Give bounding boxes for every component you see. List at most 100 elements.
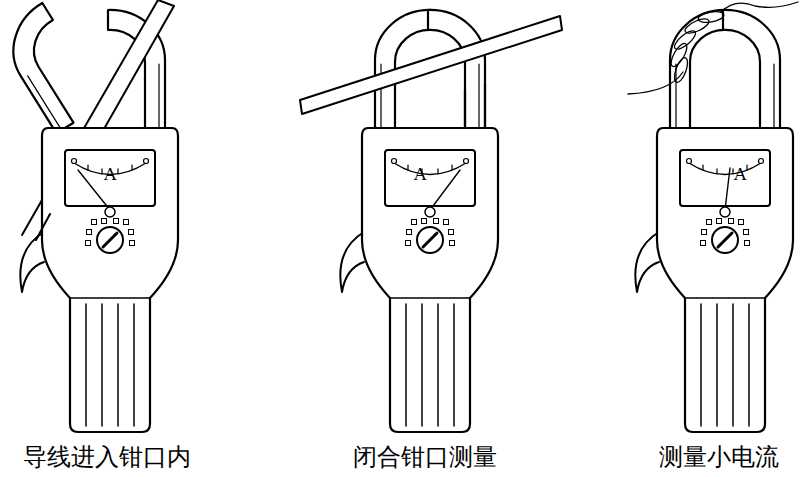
scale-end (72, 159, 77, 164)
meter-body (657, 128, 793, 432)
range-mark (702, 230, 707, 235)
meter-body (362, 128, 498, 432)
handle-groove (85, 304, 87, 426)
clamp-meter (628, 2, 798, 432)
wire-turn (683, 16, 711, 36)
dial-unit: A (414, 165, 430, 184)
knob-slot (423, 233, 437, 247)
range-mark (87, 230, 92, 235)
range-mark (444, 220, 449, 225)
jaw (465, 84, 485, 128)
scale-end (759, 159, 764, 164)
range-mark (745, 241, 750, 246)
range-mark (114, 219, 119, 224)
range-knob (417, 227, 443, 253)
range-mark (739, 220, 744, 225)
conductor (22, 200, 42, 235)
scale-tick (117, 169, 118, 174)
jaw-edge (28, 76, 62, 130)
handle-groove (437, 304, 439, 426)
range-mark (450, 241, 455, 246)
knob-slot (103, 233, 117, 247)
jaw-edge (773, 64, 774, 128)
handle-groove (700, 304, 702, 426)
scale-end (144, 159, 149, 164)
dial-scale (689, 163, 761, 175)
scale-end (687, 159, 692, 164)
scale-tick (702, 165, 703, 170)
handle-groove (453, 304, 455, 426)
scale-end (464, 159, 469, 164)
zero-adjust (720, 207, 730, 217)
trigger-lever (20, 232, 44, 292)
dial-unit: A (734, 165, 750, 184)
wire-turn (697, 10, 724, 24)
scale-tick (716, 169, 717, 174)
clamp-meter (300, 10, 562, 432)
clamp-meter (0, 0, 178, 432)
conductor (36, 214, 50, 240)
trigger-lever (635, 232, 659, 292)
range-mark (92, 220, 97, 225)
range-mark (102, 219, 107, 224)
scale-tick (437, 169, 438, 174)
handle-groove (133, 304, 135, 426)
pointer (725, 168, 730, 210)
handle-joint (685, 297, 765, 299)
scale-tick (87, 165, 88, 170)
range-mark (406, 241, 411, 246)
trigger-lever (340, 232, 364, 292)
scale-tick (732, 169, 733, 174)
dial-window (680, 150, 770, 206)
jaw-edge (675, 64, 676, 128)
range-mark (124, 220, 129, 225)
jaw-edge (478, 64, 479, 128)
handle-joint (390, 297, 470, 299)
handle-groove (101, 304, 103, 426)
handle-groove (732, 304, 734, 426)
range-mark (707, 220, 712, 225)
range-mark (434, 219, 439, 224)
zero-adjust (425, 207, 435, 217)
range-mark (86, 241, 91, 246)
range-mark (717, 219, 722, 224)
range-knob (712, 227, 738, 253)
range-knob (97, 227, 123, 253)
jaw (670, 10, 727, 128)
handle-groove (748, 304, 750, 426)
handle-groove (421, 304, 423, 426)
handle-groove (716, 304, 718, 426)
scale-end (392, 159, 397, 164)
figure-caption: 测量小电流 (640, 444, 798, 470)
figure-caption: 闭合钳口测量 (320, 444, 530, 470)
handle-joint (70, 297, 150, 299)
range-mark (422, 219, 427, 224)
range-mark (729, 219, 734, 224)
conductor (300, 16, 562, 114)
wire (721, 2, 798, 12)
jaw (0, 3, 105, 133)
knob-slot (718, 233, 732, 247)
handle-groove (117, 304, 119, 426)
range-mark (449, 230, 454, 235)
meter-body (42, 128, 178, 432)
pointer (430, 170, 460, 210)
range-mark (744, 230, 749, 235)
range-mark (130, 241, 135, 246)
scale-tick (407, 165, 408, 170)
figure-caption: 导线进入钳口内 (2, 444, 212, 470)
range-mark (129, 230, 134, 235)
scale-tick (131, 165, 132, 170)
range-mark (701, 241, 706, 246)
zero-adjust (105, 207, 115, 217)
range-mark (407, 230, 412, 235)
dial-window (385, 150, 475, 206)
scale-tick (101, 169, 102, 174)
scale-tick (451, 165, 452, 170)
range-mark (412, 220, 417, 225)
dial-scale (394, 163, 466, 175)
jaw (723, 10, 780, 128)
dial-unit: A (104, 165, 120, 184)
